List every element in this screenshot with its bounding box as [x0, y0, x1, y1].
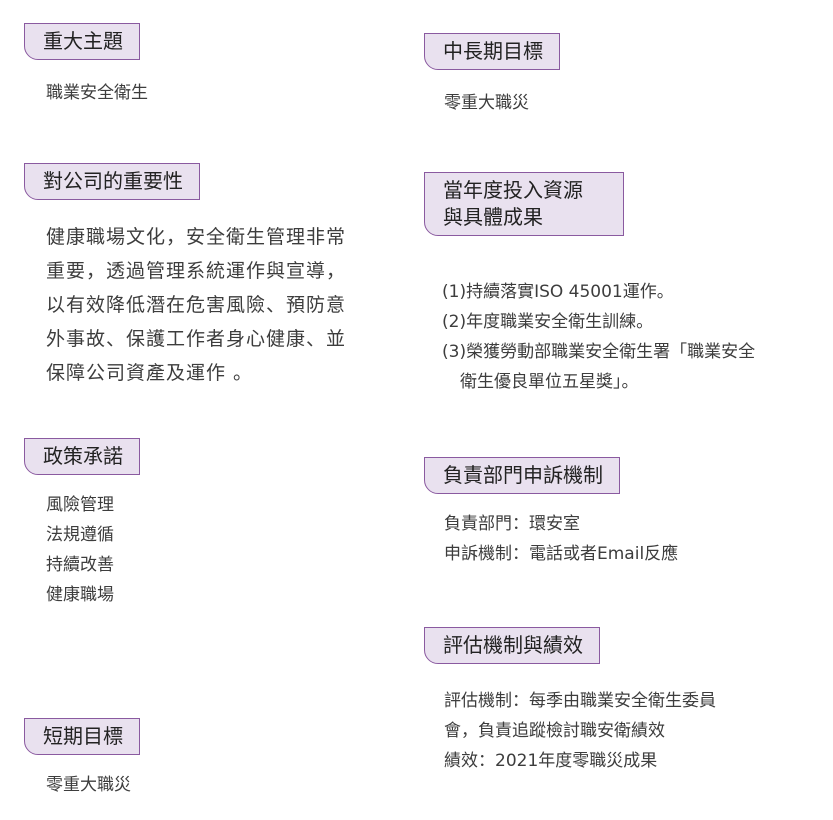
grievance-line: 負責部門：環安室	[444, 514, 580, 534]
policy-heading: 政策承諾	[24, 438, 140, 475]
mid-long-term-heading: 中長期目標	[424, 33, 560, 70]
resources-item: (3)榮獲勞動部職業安全衛生署「職業安全	[442, 342, 756, 362]
short-term-text: 零重大職災	[46, 770, 131, 800]
resources-item: 衛生優良單位五星獎」。	[460, 372, 639, 392]
topic-value: 職業安全衛生	[46, 83, 148, 103]
policy-item: 持續改善	[46, 555, 114, 575]
policy-item: 風險管理	[46, 495, 114, 515]
policy-list: 風險管理 法規遵循 持續改善 健康職場	[46, 490, 114, 610]
policy-item: 健康職場	[46, 585, 114, 605]
resources-heading-line: 與具體成果	[443, 205, 543, 229]
importance-line: 重要，透過管理系統運作與宣導，	[46, 260, 347, 282]
importance-line: 健康職場文化，安全衛生管理非常	[46, 226, 347, 248]
importance-line: 外事故、保護工作者身心健康、並	[46, 328, 347, 350]
evaluation-text: 評估機制：每季由職業安全衛生委員 會，負責追蹤檢討職安衛績效 績效：2021年度…	[444, 686, 716, 776]
grievance-line: 申訴機制：電話或者Email反應	[444, 544, 679, 564]
evaluation-heading: 評估機制與績效	[424, 627, 600, 664]
topic-text: 職業安全衛生	[46, 78, 148, 108]
short-term-heading: 短期目標	[24, 718, 140, 755]
policy-item: 法規遵循	[46, 525, 114, 545]
resources-heading: 當年度投入資源 與具體成果	[424, 172, 624, 236]
importance-text: 健康職場文化，安全衛生管理非常 重要，透過管理系統運作與宣導， 以有效降低潛在危…	[46, 220, 346, 390]
short-term-value: 零重大職災	[46, 775, 131, 795]
importance-line: 以有效降低潛在危害風險、預防意	[46, 294, 347, 316]
mid-long-term-text: 零重大職災	[444, 88, 529, 118]
grievance-text: 負責部門：環安室 申訴機制：電話或者Email反應	[444, 509, 678, 569]
grievance-heading: 負責部門申訴機制	[424, 457, 620, 494]
evaluation-line: 績效：2021年度零職災成果	[444, 751, 658, 771]
resources-heading-line: 當年度投入資源	[443, 178, 583, 202]
mid-long-term-value: 零重大職災	[444, 93, 529, 113]
resources-item: (1)持續落實ISO 45001運作。	[442, 282, 674, 302]
resources-list: (1)持續落實ISO 45001運作。 (2)年度職業安全衛生訓練。 (3)榮獲…	[442, 277, 755, 397]
topic-heading: 重大主題	[24, 23, 140, 60]
resources-item: (2)年度職業安全衛生訓練。	[442, 312, 654, 332]
importance-heading: 對公司的重要性	[24, 163, 200, 200]
evaluation-line: 會，負責追蹤檢討職安衛績效	[444, 721, 665, 741]
importance-line: 保障公司資產及運作 。	[46, 362, 254, 384]
evaluation-line: 評估機制：每季由職業安全衛生委員	[444, 691, 716, 711]
